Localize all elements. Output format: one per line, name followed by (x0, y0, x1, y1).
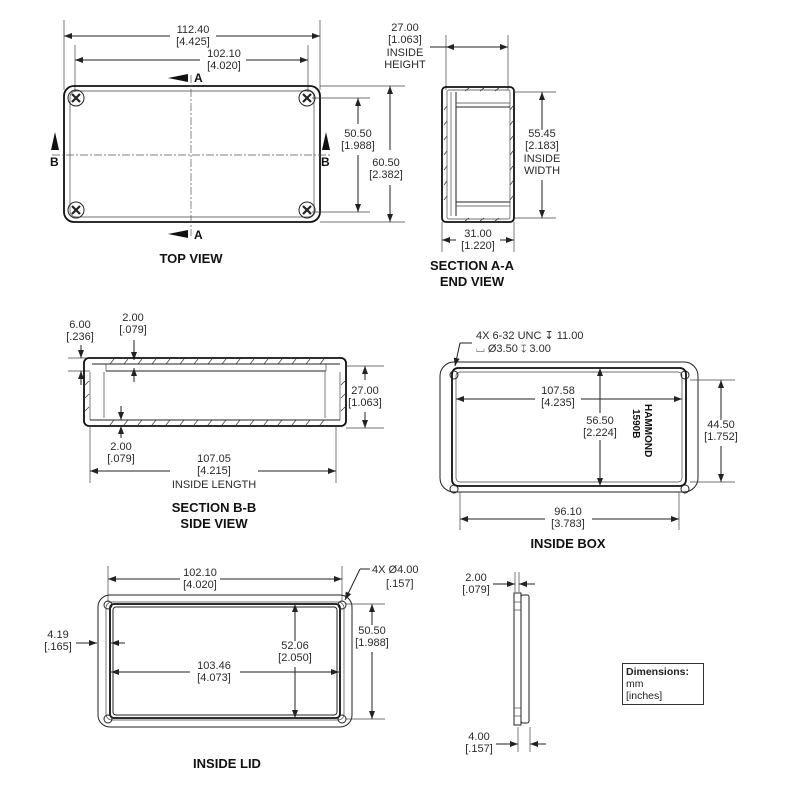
section-b-title-line2: SIDE VIEW (180, 516, 248, 531)
screw-icon (67, 89, 85, 107)
box-hole-length-in: [3.783] (551, 518, 585, 530)
lid-hole-width-in: [1.988] (355, 637, 389, 649)
inside-height-label2: HEIGHT (384, 59, 426, 71)
hole-note-line1: 4X 6-32 UNC ↧ 11.00 (476, 330, 583, 342)
section-a-title-line2: END VIEW (440, 274, 505, 289)
inside-width-in: [2.183] (525, 140, 559, 152)
section-arrow-icon (168, 230, 188, 238)
screw-icon (298, 201, 316, 219)
top-wall-mm: 2.00 (122, 312, 143, 324)
inside-lid-title: INSIDE LID (193, 756, 261, 771)
box-inner-width-in: [2.224] (583, 427, 617, 439)
lid-hole-note-mm: 4X Ø4.00 (372, 564, 418, 576)
hatching (84, 358, 346, 426)
lid-hole-length-in: [4.020] (183, 579, 217, 591)
section-b-label-left: B (50, 155, 59, 169)
hole-note-line2: ⌴ Ø3.50 ↧ 3.00 (476, 343, 551, 355)
lid-lip-width-mm: 52.06 (281, 640, 309, 652)
top-screw-length-mm: 102.10 (207, 48, 241, 60)
section-arrow-icon (322, 132, 330, 150)
lid-hole-width-mm: 50.50 (358, 625, 386, 637)
model-label: 1590B (630, 409, 641, 438)
box-inner-width-mm: 56.50 (586, 415, 614, 427)
section-arrow-icon (51, 132, 59, 150)
box-inner-length-in: [4.235] (541, 397, 575, 409)
box-hole-length-mm: 96.10 (554, 506, 582, 518)
section-a-label-bottom: A (194, 228, 203, 242)
lid-hole-note-in: [.157] (386, 578, 414, 590)
lip-depth-in: [.236] (66, 331, 94, 343)
section-arrow-icon (168, 74, 188, 82)
inside-length-mm: 107.05 (197, 453, 231, 465)
lid-bottom-thickness-mm: 4.00 (468, 731, 489, 743)
dimensions-legend: Dimensions: mm [inches] (622, 663, 704, 705)
legend-unit-primary: mm (626, 678, 644, 690)
box-inner-length-mm: 107.58 (541, 385, 575, 397)
top-overall-length-mm: 112.40 (177, 24, 210, 36)
lid-top-thickness-in: [.079] (462, 584, 490, 596)
section-b-side-view: 6.00 [.236] 2.00 [.079] 2.00 [.079] (66, 312, 384, 531)
inside-box-view: 4X 6-32 UNC ↧ 11.00 ⌴ Ø3.50 ↧ 3.00 107.5… (439, 330, 738, 551)
section-b-title-line1: SECTION B-B (172, 500, 257, 515)
legend-title: Dimensions: (626, 666, 690, 678)
inside-box-title: INSIDE BOX (530, 536, 605, 551)
box-hole-width-in: [1.752] (704, 431, 738, 443)
top-overall-width-in: [2.382] (369, 169, 403, 181)
lid-lip-width-in: [2.050] (278, 652, 312, 664)
lid-bottom-thickness-in: [.157] (465, 743, 493, 755)
overall-height-mm: 31.00 (464, 228, 492, 240)
overall-height-in: [1.220] (461, 240, 495, 252)
top-overall-width-mm: 60.50 (372, 157, 400, 169)
lid-lip-length-in: [4.073] (197, 672, 231, 684)
inside-width-label1: INSIDE (524, 153, 561, 165)
inside-height-label1: INSIDE (387, 47, 424, 59)
inside-height-mm: 27.00 (391, 22, 419, 34)
screw-icon (67, 201, 85, 219)
bottom-wall-mm: 2.00 (110, 441, 131, 453)
lid-top-thickness-mm: 2.00 (465, 572, 486, 584)
inside-height-in: [1.063] (388, 34, 422, 46)
lid-hole-length-mm: 102.10 (183, 567, 217, 579)
lip-depth-mm: 6.00 (69, 319, 90, 331)
top-screw-length-in: [4.020] (207, 60, 241, 72)
top-wall-in: [.079] (119, 324, 147, 336)
lid-lip-offset-in: [.165] (44, 641, 72, 653)
side-height-mm: 27.00 (351, 385, 379, 397)
box-hole-width-mm: 44.50 (707, 419, 735, 431)
inside-length-in: [4.215] (197, 465, 231, 477)
inside-width-label2: WIDTH (524, 165, 560, 177)
top-screw-width-in: [1.988] (341, 140, 375, 152)
top-screw-width-mm: 50.50 (344, 128, 372, 140)
inside-width-mm: 55.45 (528, 128, 556, 140)
lid-lip-length-mm: 103.46 (197, 660, 231, 672)
section-a-title-line1: SECTION A-A (430, 258, 515, 273)
inside-length-label: INSIDE LENGTH (172, 479, 256, 491)
section-a-label-top: A (194, 71, 203, 85)
lid-lip-offset-mm: 4.19 (47, 629, 68, 641)
top-view-title: TOP VIEW (159, 251, 223, 266)
section-b-label-right: B (321, 155, 330, 169)
top-overall-length-in: [4.425] (176, 36, 210, 48)
side-height-in: [1.063] (348, 397, 382, 409)
inside-lid-view: 102.10 [4.020] 4X Ø4.00 [.157] 4.19 [.16… (44, 564, 418, 771)
bottom-wall-in: [.079] (107, 453, 135, 465)
lid-side-view: 2.00 [.079] 4.00 [.157] (462, 572, 546, 755)
section-a-end-view: 27.00 [1.063] INSIDE HEIGHT 55.45 [2.183… (384, 22, 560, 289)
hatching (443, 87, 514, 222)
legend-unit-secondary: [inches] (626, 690, 663, 702)
manufacturer-label: HAMMOND (642, 404, 653, 457)
top-view: 112.40 [4.425] 102.10 [4.020] (50, 20, 405, 266)
